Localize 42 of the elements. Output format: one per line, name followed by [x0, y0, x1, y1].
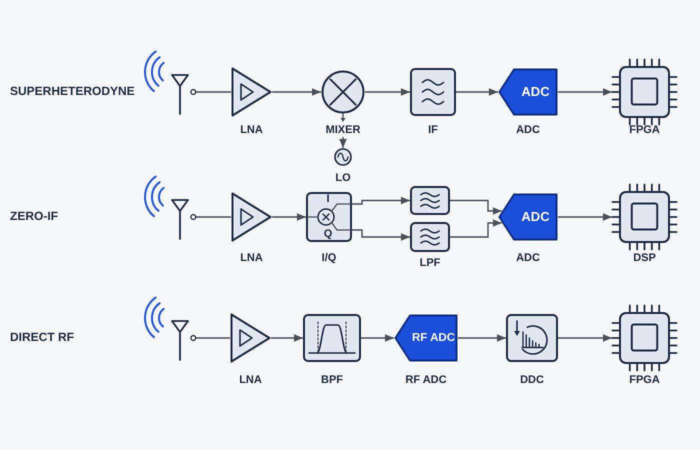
block-text: RF ADC [412, 331, 455, 346]
arrow [558, 88, 612, 96]
arrow [271, 334, 303, 342]
arrow [450, 200, 502, 215]
arrow [365, 88, 410, 96]
block-label: MIXER [326, 124, 360, 137]
row-label: SUPERHETERODYNE [10, 84, 135, 99]
port-label: Q [324, 228, 332, 241]
block-label: ADC [516, 252, 540, 265]
block-label: LNA [240, 124, 263, 137]
arrow [558, 213, 612, 221]
arrow [456, 88, 498, 96]
arrow [558, 334, 612, 342]
block-label: I/Q [322, 252, 336, 265]
block-label: ADC [516, 124, 540, 137]
port-label: I [326, 193, 330, 206]
connector-line [196, 337, 230, 339]
block-label: RF ADC [405, 374, 447, 387]
block-label: IF [428, 124, 438, 137]
connector-line [196, 216, 231, 218]
arrow [458, 334, 506, 342]
block-label: FPGA [629, 124, 660, 137]
connector-line [196, 91, 231, 93]
block-label: LNA [240, 252, 263, 265]
row-label: ZERO-IF [10, 209, 58, 224]
block-label: BPF [321, 374, 343, 387]
arrow [272, 88, 321, 96]
arrow [450, 219, 502, 238]
block-label: LO [335, 172, 351, 185]
block-label: LNA [239, 374, 262, 387]
block-text: ADC [521, 84, 550, 100]
arrow [352, 196, 410, 205]
arrow [272, 213, 306, 221]
block-text: ADC [521, 209, 550, 225]
arrow [339, 137, 347, 148]
block-label: DDC [520, 374, 544, 387]
arrow [352, 229, 410, 241]
block-label: DSP [633, 252, 656, 265]
row-label: DIRECT RF [10, 330, 74, 345]
block-label: FPGA [629, 374, 660, 387]
block-label: LPF [420, 257, 440, 270]
arrow [361, 334, 394, 342]
